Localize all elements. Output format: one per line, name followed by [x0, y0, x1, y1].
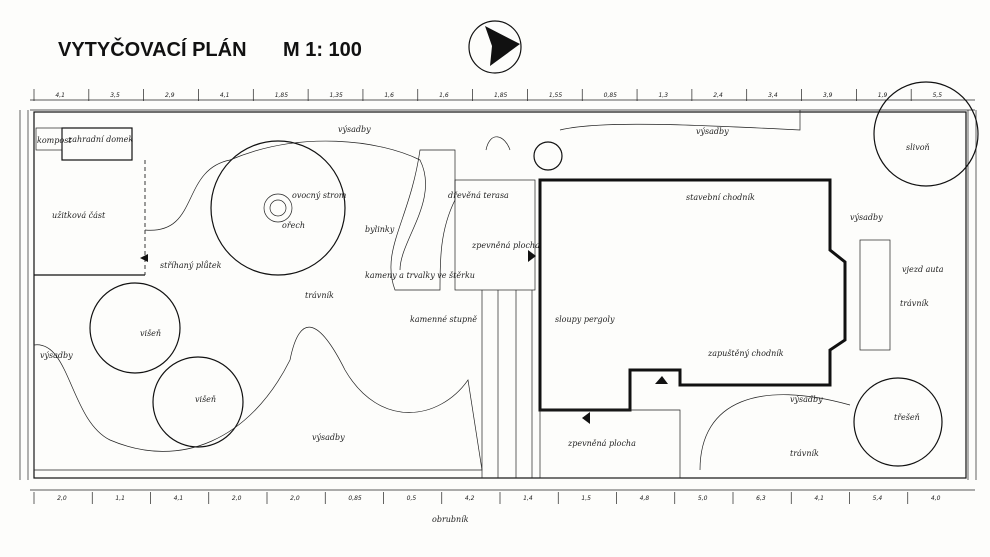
plan-scale: M 1: 100 — [283, 39, 362, 61]
cherry-tree-1-label: višeň — [140, 329, 161, 338]
paved-area-2-label: zpevněná plocha — [567, 439, 636, 448]
plantings-label-4: výsadby — [696, 127, 729, 136]
dimension-label: 4,1 — [174, 495, 184, 502]
stepping-stone — [485, 136, 511, 151]
dimension-line-top — [30, 99, 975, 111]
dimension-label: 4,1 — [814, 495, 824, 502]
dimension-label: 4,8 — [640, 495, 650, 502]
planting-bed-top — [144, 140, 426, 271]
dimension-label: 0,85 — [348, 495, 362, 502]
lawn-curve-bottom — [33, 326, 483, 471]
compost — [35, 127, 63, 151]
stone-steps-label: kamenné stupně — [410, 315, 477, 324]
compost-label: kompost — [37, 136, 72, 145]
garden-shed — [61, 127, 133, 161]
dimension-label: 1,55 — [549, 92, 563, 99]
dimension-label: 4,1 — [55, 92, 65, 99]
paved-area-2 — [539, 409, 681, 479]
dimension-labels-top: 4,1 3,5 2,9 4,1 1,85 1,35 1,6 1,6 1,85 1,55 0,85 1,… — [33, 89, 943, 101]
edging-label: obrubník — [432, 515, 469, 524]
hedge-arrow-icon — [140, 254, 148, 262]
paved-area-1-label: zpevněná plocha — [471, 241, 540, 250]
house-outline — [538, 178, 847, 412]
dimension-label: 5,5 — [933, 92, 943, 99]
dimension-label: 1,35 — [330, 92, 344, 99]
pergola-label: sloupy pergoly — [555, 315, 615, 324]
dimension-label: 1,6 — [384, 92, 394, 99]
dimension-label: 4,1 — [220, 92, 230, 99]
dimension-label: 4,2 — [465, 495, 475, 502]
dimension-label: 5,4 — [873, 495, 883, 502]
dimension-label: 6,3 — [756, 495, 766, 502]
paved-area-1 — [454, 179, 536, 291]
cherry-tree-3-canopy — [853, 377, 943, 467]
rock-garden-area — [390, 149, 456, 291]
dimension-line-right — [967, 110, 977, 480]
pool — [533, 141, 563, 171]
plot-boundary — [33, 111, 967, 479]
dimension-label: 2,9 — [165, 92, 175, 99]
plantings-label-1: výsadby — [338, 125, 371, 134]
lawn-label-1: trávník — [305, 291, 334, 300]
cherry-tree-2-canopy — [152, 356, 244, 448]
dimension-label: 0,5 — [407, 495, 417, 502]
dimension-label: 2,0 — [290, 495, 300, 502]
dimension-label: 3,5 — [110, 92, 120, 99]
lawn-label-3: trávník — [790, 449, 819, 458]
dimension-label: 1,9 — [878, 92, 888, 99]
walnut-tree-trunk — [263, 193, 293, 223]
planting-strip-top — [559, 110, 801, 131]
dimension-line-left — [19, 110, 29, 480]
cherry-tree-3-label: třešeň — [894, 413, 920, 422]
garden-shed-label: zahradní domek — [67, 135, 133, 144]
dimension-label: 1,6 — [439, 92, 449, 99]
dimension-label: 2,0 — [57, 495, 67, 502]
cherry-tree-1-canopy — [89, 282, 181, 374]
dimension-label: 3,9 — [823, 92, 833, 99]
dimension-label: 2,0 — [232, 495, 242, 502]
dimension-label: 1,3 — [658, 92, 668, 99]
plantings-label-5: výsadby — [850, 213, 883, 222]
herbs-label: bylinky — [365, 225, 395, 234]
rocks-label: kameny a trvalky ve štěrku — [365, 271, 475, 280]
path-strips — [481, 290, 533, 478]
upper-path-label: stavební chodník — [686, 193, 755, 202]
dimension-label: 5,0 — [698, 495, 708, 502]
plantings-label-6: výsadby — [790, 395, 823, 404]
dimension-label: 1,1 — [115, 495, 125, 502]
plum-tree-label: slivoň — [906, 143, 930, 152]
cherry-tree-2-label: višeň — [195, 395, 216, 404]
dimension-label: 3,4 — [768, 92, 778, 99]
dimension-label: 0,85 — [604, 92, 618, 99]
walnut-label: ořech — [282, 221, 305, 230]
plan-title: VYTYČOVACÍ PLÁN — [58, 37, 247, 61]
lawn-curve-right — [699, 394, 851, 471]
dimension-label: 1,4 — [523, 495, 533, 502]
plantings-label-3: výsadby — [312, 433, 345, 442]
car-entry-label: vjezd auta — [902, 265, 944, 274]
fruit-tree-label: ovocný strom — [292, 191, 347, 200]
right-bed — [859, 239, 891, 351]
north-arrow-icon — [468, 20, 522, 74]
dimension-label: 1,5 — [581, 495, 591, 502]
sunken-path-label: zapuštěný chodník — [707, 349, 784, 358]
plum-tree-canopy — [873, 81, 979, 187]
dimension-label: 2,4 — [713, 92, 723, 99]
dimension-labels-bottom: 2,0 1,1 4,1 2,0 2,0 0,85 0,5 4,2 1,4 1,5 4,8 5,0 6,3… — [33, 492, 941, 504]
hedge-label: stříhaný plůtek — [160, 261, 222, 270]
lawn-label-2: trávník — [900, 299, 929, 308]
plantings-label-2: výsadby — [40, 351, 73, 360]
utility-area-label: užitková část — [52, 211, 106, 220]
step-arrow-icon — [655, 376, 668, 384]
dimension-label: 1,85 — [275, 92, 289, 99]
wooden-terrace-label: dřevěná terasa — [448, 191, 509, 200]
entry-arrow-icon — [528, 250, 536, 262]
walnut-tree-canopy — [210, 140, 346, 276]
paved-arrow-icon — [582, 412, 590, 424]
dimension-label: 4,0 — [931, 495, 941, 502]
dimension-label: 1,85 — [494, 92, 508, 99]
